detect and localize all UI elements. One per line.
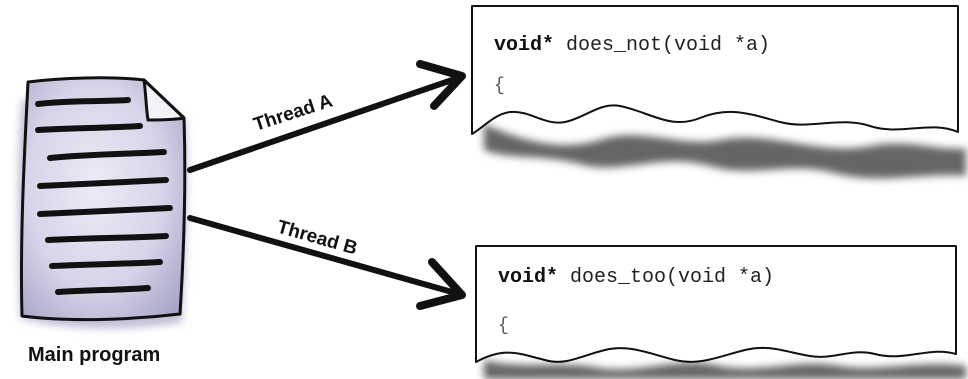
card-a-body [471, 5, 959, 135]
card-a-keyword: void* [494, 34, 554, 57]
code-card-thread-b: void* does_too(void *a) { [475, 245, 966, 379]
document-line [49, 259, 163, 269]
card-b-signature: void* does_too(void *a) [498, 266, 774, 289]
document-line [47, 149, 167, 161]
document-folded-corner [142, 78, 186, 122]
card-a-function: does_not(void *a) [554, 34, 770, 57]
card-b-keyword: void* [498, 266, 558, 289]
thread-b-arrow [187, 215, 466, 310]
document-line [35, 123, 143, 133]
card-a-shadow [484, 124, 966, 179]
card-b-body [475, 245, 957, 363]
thread-a-arrow [187, 60, 466, 173]
main-program-document [18, 76, 187, 329]
document-line [37, 205, 173, 217]
document-line [45, 233, 169, 243]
thread-a-label: Thread A [251, 90, 335, 135]
document-line [37, 177, 169, 189]
thread-a-arrowhead [416, 60, 466, 110]
document-line [35, 97, 131, 107]
card-b-function: does_too(void *a) [558, 266, 774, 289]
thread-b-arrowhead [416, 258, 466, 310]
code-card-thread-a: void* does_not(void *a) { [471, 5, 966, 179]
card-a-brace: { [494, 76, 505, 96]
main-program-caption: Main program [28, 344, 160, 366]
document-page [19, 76, 187, 322]
card-b-brace: { [498, 316, 509, 336]
card-a-signature: void* does_not(void *a) [494, 34, 770, 57]
document-line [55, 285, 151, 295]
card-b-shadow [484, 360, 966, 379]
